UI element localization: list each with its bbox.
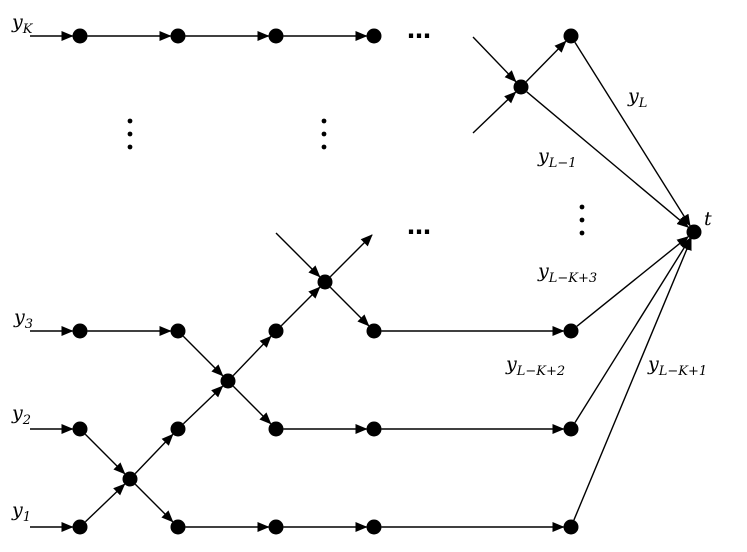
node-k2 bbox=[170, 28, 186, 44]
label-y-L: yL bbox=[627, 85, 647, 111]
node-t bbox=[686, 224, 702, 240]
ellipsis-middle-right: ⋯ bbox=[407, 218, 431, 246]
label-y-L-1: yL−1 bbox=[537, 145, 577, 171]
node-r3d bbox=[563, 323, 579, 339]
node-r1b bbox=[170, 519, 186, 535]
node-r2a bbox=[72, 421, 88, 437]
label-t: t bbox=[704, 208, 712, 230]
vertical-ellipsis-right bbox=[579, 204, 585, 236]
labels-layer: yK yL yL−1 yL−K+3 yL−K+2 yL−K+1 y3 y2 y1… bbox=[11, 11, 712, 525]
node-r3x bbox=[268, 323, 284, 339]
edge-33 bbox=[574, 237, 691, 424]
edge-17 bbox=[134, 433, 174, 475]
edge-21 bbox=[232, 385, 272, 425]
edge-9 bbox=[472, 91, 517, 134]
node-r1c bbox=[268, 519, 284, 535]
node-tx bbox=[513, 79, 529, 95]
node-ta bbox=[563, 28, 579, 44]
edge-19 bbox=[182, 385, 224, 425]
edge-24 bbox=[329, 234, 373, 278]
ellipsis-top-right: ⋯ bbox=[407, 22, 431, 50]
vertical-ellipsis-left bbox=[127, 118, 133, 150]
edge-34 bbox=[573, 237, 692, 521]
node-r1a bbox=[72, 519, 88, 535]
node-k4 bbox=[366, 28, 382, 44]
nodes-layer bbox=[72, 28, 702, 535]
node-r2c bbox=[268, 421, 284, 437]
edge-25 bbox=[329, 286, 370, 327]
edge-15 bbox=[84, 433, 126, 475]
node-r2d bbox=[366, 421, 382, 437]
edge-18 bbox=[134, 483, 174, 523]
node-r2b bbox=[170, 421, 186, 437]
label-y-3: y3 bbox=[13, 306, 33, 332]
edge-23 bbox=[275, 232, 321, 278]
edge-8 bbox=[472, 36, 517, 83]
edge-10 bbox=[525, 40, 567, 83]
ellipsis-layer: ⋯ ⋯ bbox=[407, 22, 431, 246]
edge-32 bbox=[576, 236, 689, 327]
label-y-L-K-2: yL−K+2 bbox=[505, 353, 565, 379]
vertical-ellipsis-layer bbox=[127, 118, 585, 236]
node-r2e bbox=[563, 421, 579, 437]
node-r1d bbox=[366, 519, 382, 535]
edge-14 bbox=[182, 335, 224, 377]
label-y-1: y1 bbox=[11, 499, 31, 525]
node-m2 bbox=[317, 274, 333, 290]
vertical-ellipsis-middle bbox=[321, 118, 327, 150]
edge-16 bbox=[84, 483, 126, 523]
label-y-L-K-1: yL−K+1 bbox=[647, 353, 707, 379]
node-k1 bbox=[72, 28, 88, 44]
edges-layer bbox=[30, 31, 692, 532]
edge-11 bbox=[574, 41, 691, 227]
node-r3b bbox=[170, 323, 186, 339]
label-y-K: yK bbox=[11, 11, 34, 37]
node-k3 bbox=[268, 28, 284, 44]
node-m1 bbox=[220, 373, 236, 389]
edge-22 bbox=[280, 286, 321, 327]
edge-20 bbox=[232, 335, 272, 377]
node-m0 bbox=[122, 471, 138, 487]
node-r3c bbox=[366, 323, 382, 339]
node-r1e bbox=[563, 519, 579, 535]
label-y-L-K-3: yL−K+3 bbox=[537, 260, 597, 286]
label-y-2: y2 bbox=[11, 402, 31, 428]
node-r3a bbox=[72, 323, 88, 339]
edge-12 bbox=[526, 91, 690, 228]
